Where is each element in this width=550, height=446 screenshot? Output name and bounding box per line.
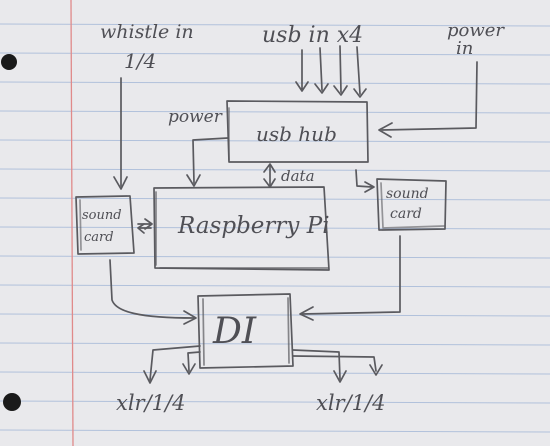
arrows-di-out-right bbox=[292, 349, 383, 383]
xlr-right-label: xlr/1/4 bbox=[316, 391, 385, 415]
di-label: DI bbox=[212, 311, 257, 352]
arrow-hub-power-to-pi bbox=[186, 137, 229, 187]
arrow-soundcard-to-di bbox=[109, 259, 197, 325]
binder-hole-top bbox=[1, 54, 17, 70]
margin-line bbox=[70, 0, 74, 446]
usb-hub-box bbox=[226, 100, 369, 163]
sound-card-right-box bbox=[376, 178, 447, 231]
raspberry-pi-label: Raspberry Pi bbox=[177, 213, 330, 239]
arrow-soundcard-right-to-di bbox=[299, 235, 401, 321]
arrow-soundcard-pi-link bbox=[137, 218, 153, 234]
raspberry-pi-box bbox=[153, 186, 330, 271]
arrow-data-link bbox=[263, 163, 276, 188]
arrow-hub-to-soundcard bbox=[355, 169, 375, 193]
binder-hole-bottom bbox=[3, 393, 21, 411]
arrow-whistle-to-soundcard bbox=[113, 77, 128, 190]
usb-in-label: usb in x4 bbox=[262, 23, 363, 48]
arrows-usb-in bbox=[295, 45, 367, 98]
arrows-di-out-left bbox=[143, 345, 201, 384]
whistle-in-label: whistle in bbox=[100, 21, 194, 43]
sound-card-left-box bbox=[75, 195, 135, 255]
power-label: power bbox=[168, 107, 223, 127]
usb-hub-label: usb hub bbox=[256, 122, 337, 146]
arrow-power-to-hub bbox=[378, 61, 478, 138]
data-label: data bbox=[281, 167, 315, 185]
di-box bbox=[197, 293, 294, 369]
xlr-left-label: xlr/1/4 bbox=[116, 391, 185, 415]
whistle-in-size-label: 1/4 bbox=[124, 49, 156, 73]
ruled-lines bbox=[0, 23, 550, 433]
